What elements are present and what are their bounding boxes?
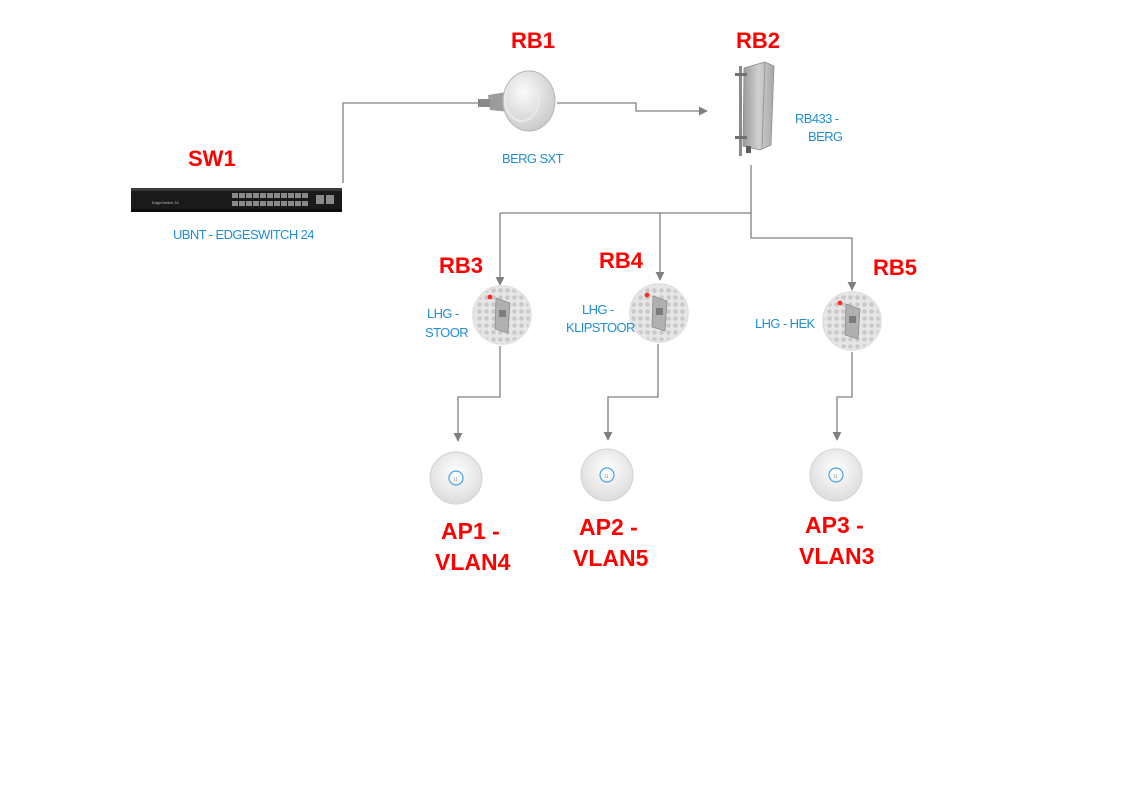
ap3-label-line2: VLAN3 bbox=[799, 543, 874, 569]
rb4-label: RB4 bbox=[599, 248, 644, 273]
node-ap1: u AP1 - VLAN4 bbox=[429, 451, 511, 575]
access-point-icon: u bbox=[809, 448, 863, 502]
svg-text:EdgeSwitch 24: EdgeSwitch 24 bbox=[152, 200, 179, 205]
node-rb2: RB2 RB433 - BERG bbox=[735, 28, 844, 156]
ap1-label-line1: AP1 - bbox=[441, 518, 500, 544]
rb2-description-line2: BERG bbox=[808, 129, 843, 144]
ap2-label-line2: VLAN5 bbox=[573, 545, 649, 571]
rb2-label: RB2 bbox=[736, 28, 780, 53]
rb3-label: RB3 bbox=[439, 253, 483, 278]
node-rb5: RB5 LHG - HEK bbox=[755, 255, 917, 352]
rb3-description-line2: STOOR bbox=[425, 325, 468, 340]
node-rb3: RB3 LHG - STOOR bbox=[425, 253, 533, 346]
link-rb5-ap3 bbox=[832, 352, 853, 441]
node-rb1: RB1 BERG SXT bbox=[480, 28, 564, 166]
sw1-label: SW1 bbox=[188, 146, 236, 171]
link-rb4-ap2 bbox=[603, 344, 659, 441]
link-rb2-trunk bbox=[500, 165, 752, 214]
rb1-label: RB1 bbox=[511, 28, 555, 53]
link-rb2-rb5 bbox=[750, 213, 857, 291]
svg-text:u: u bbox=[605, 473, 609, 480]
node-ap3: u AP3 - VLAN3 bbox=[799, 448, 874, 569]
node-sw1: SW1 EdgeSwitch 24 UBNT - EDG bbox=[131, 146, 342, 242]
rb3-description-line1: LHG - bbox=[427, 306, 459, 321]
ap1-label-line2: VLAN4 bbox=[435, 549, 511, 575]
edgeswitch-icon: EdgeSwitch 24 bbox=[131, 188, 342, 212]
node-rb4: RB4 LHG - KLIPSTOOR bbox=[566, 248, 690, 344]
sector-antenna-icon bbox=[735, 61, 775, 156]
rb5-description: LHG - HEK bbox=[755, 316, 816, 331]
rb1-description: BERG SXT bbox=[502, 151, 564, 166]
svg-text:u: u bbox=[454, 476, 458, 483]
connectors bbox=[342, 98, 857, 442]
rb4-description-line2: KLIPSTOOR bbox=[566, 320, 635, 335]
access-point-icon: u bbox=[429, 451, 483, 505]
link-sw1-rb1 bbox=[342, 98, 487, 183]
ap3-label-line1: AP3 - bbox=[805, 512, 864, 538]
rb4-description-line1: LHG - bbox=[582, 302, 614, 317]
link-rb1-rb2 bbox=[557, 102, 708, 116]
lhg-dish-icon bbox=[628, 282, 690, 344]
access-point-icon: u bbox=[580, 448, 634, 502]
lhg-dish-icon bbox=[471, 284, 533, 346]
sw1-description: UBNT - EDGESWITCH 24 bbox=[173, 227, 314, 242]
node-ap2: u AP2 - VLAN5 bbox=[573, 448, 649, 571]
ap2-label-line1: AP2 - bbox=[579, 514, 638, 540]
lhg-dish-icon bbox=[821, 290, 883, 352]
rb5-label: RB5 bbox=[873, 255, 917, 280]
svg-text:u: u bbox=[834, 473, 838, 480]
link-rb3-ap1 bbox=[453, 346, 501, 442]
sxt-antenna-icon bbox=[480, 70, 556, 132]
rb2-description-line1: RB433 - bbox=[795, 111, 839, 126]
